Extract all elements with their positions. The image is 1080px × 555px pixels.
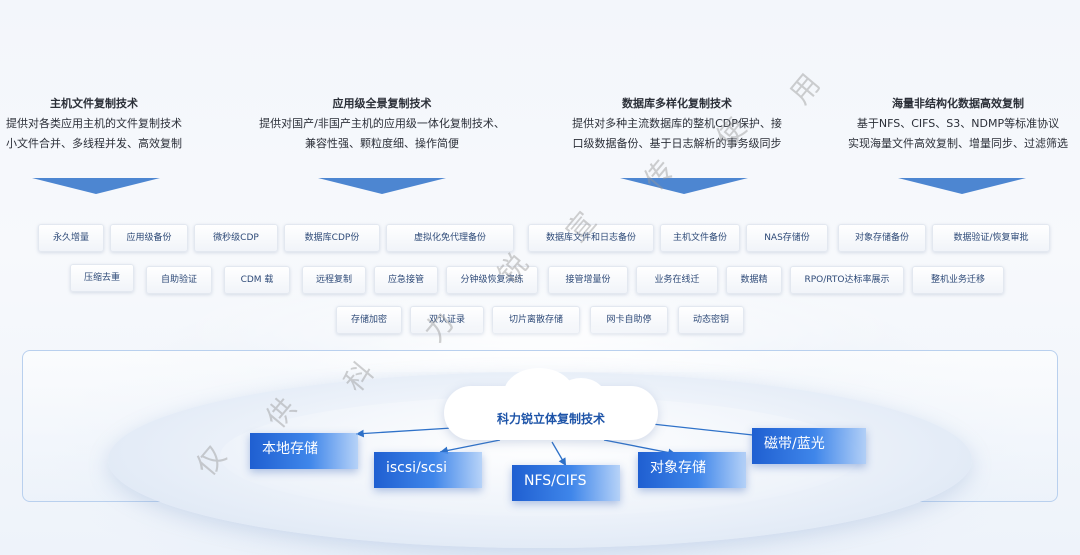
feature-tag: 分钟级恢复演练 [446, 266, 538, 294]
down-arrow-icon [318, 178, 446, 194]
column-line: 兼容性强、颗粒度细、操作简便 [305, 137, 459, 150]
column-line: 实现海量文件高效复制、增量同步、过滤筛选 [848, 137, 1068, 150]
node-nfs-cifs: NFS/CIFS [512, 465, 620, 501]
column-title: 主机文件复制技术 [50, 97, 138, 110]
feature-tag: 压缩去重 [70, 264, 134, 292]
feature-tag: 微秒级CDP [194, 224, 278, 252]
feature-tag: 应用级备份 [110, 224, 188, 252]
column-line: 基于NFS、CIFS、S3、NDMP等标准协议 [856, 117, 1060, 130]
column-line: 提供对国产/非国产主机的应用级一体化复制技术、 [259, 117, 505, 130]
feature-tag: 数据验证/恢复审批 [932, 224, 1050, 252]
link-nfs [551, 441, 567, 467]
feature-tag: 数据库CDP份 [284, 224, 380, 252]
link-local-storage [355, 427, 453, 438]
column-unstructured-copy: 海量非结构化数据高效复制 基于NFS、CIFS、S3、NDMP等标准协议 实现海… [842, 94, 1074, 154]
feature-tag: 数据库文件和日志备份 [528, 224, 654, 252]
feature-tag: CDM 载 [224, 266, 290, 294]
down-arrow-icon [620, 178, 748, 194]
down-arrow-icon [32, 178, 160, 194]
link-object [603, 439, 677, 457]
column-title: 应用级全景复制技术 [332, 97, 432, 110]
feature-tag: 对象存储备份 [838, 224, 926, 252]
column-line: 小文件合并、多线程并发、高效复制 [6, 137, 182, 150]
link-iscsi [439, 439, 501, 455]
feature-tag: 整机业务迁移 [912, 266, 1004, 294]
column-host-file-copy: 主机文件复制技术 提供对各类应用主机的文件复制技术 小文件合并、多线程并发、高效… [4, 94, 184, 154]
column-title: 海量非结构化数据高效复制 [892, 97, 1024, 110]
column-database-copy: 数据库多样化复制技术 提供对多种主流数据库的整机CDP保护、接 口级数据备份、基… [566, 94, 788, 154]
cloud-icon [444, 368, 658, 440]
down-arrow-icon [898, 178, 1026, 194]
node-iscsi: iscsi/scsi [374, 452, 482, 488]
column-line: 提供对各类应用主机的文件复制技术 [6, 117, 182, 130]
column-line: 口级数据备份、基于日志解析的事务级同步 [572, 137, 782, 150]
feature-tag: 主机文件备份 [660, 224, 740, 252]
feature-tag: RPO/RTO达标率展示 [790, 266, 904, 294]
feature-tag: NAS存储份 [746, 224, 828, 252]
feature-tag: 接管增量份 [548, 266, 628, 294]
feature-tag: 远程复制 [302, 266, 366, 294]
feature-tag: 业务在线迁 [636, 266, 718, 294]
feature-tag: 永久增量 [38, 224, 104, 252]
feature-tag: 虚拟化免代理备份 [386, 224, 514, 252]
column-app-level-copy: 应用级全景复制技术 提供对国产/非国产主机的应用级一体化复制技术、 兼容性强、颗… [256, 94, 508, 154]
cloud-label: 科力锐立体复制技术 [496, 412, 605, 426]
column-title: 数据库多样化复制技术 [622, 97, 732, 110]
node-local-storage: 本地存储 [250, 433, 358, 469]
column-line: 提供对多种主流数据库的整机CDP保护、接 [572, 117, 782, 130]
feature-tag: 数据精 [726, 266, 782, 294]
node-object-storage: 对象存储 [638, 452, 746, 488]
feature-tag: 自助验证 [146, 266, 212, 294]
node-tape-bluray: 磁带/蓝光 [752, 428, 866, 464]
feature-tag: 应急接管 [374, 266, 438, 294]
